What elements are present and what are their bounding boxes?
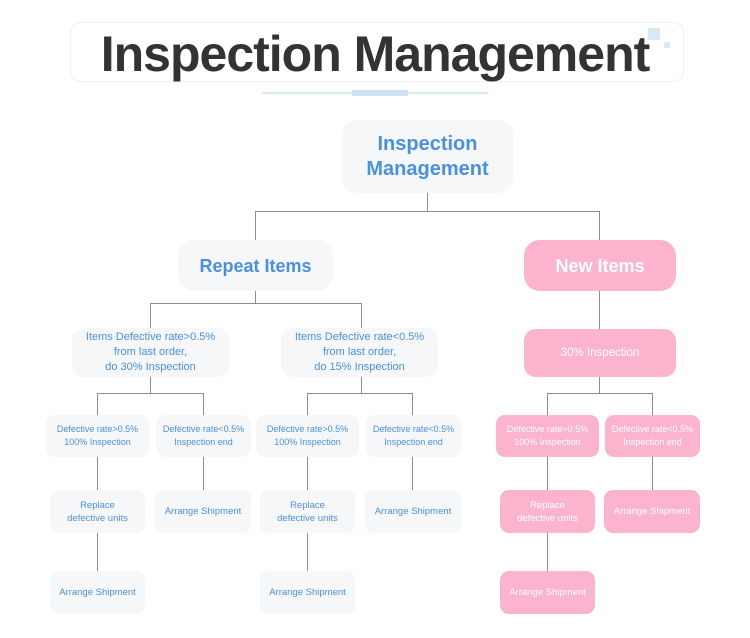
node-label: Replace defective units bbox=[277, 499, 338, 524]
connector-to-repeat-lt bbox=[361, 303, 362, 328]
connector-to-r1-lt bbox=[203, 393, 204, 415]
node-r2-final-arrange-shipment[interactable]: Arrange Shipment bbox=[260, 571, 355, 614]
decorative-square-small-icon bbox=[664, 42, 670, 48]
connector-nlt-to-arrange bbox=[652, 457, 653, 490]
connector-to-r2-lt bbox=[412, 393, 413, 415]
connector-to-r2-gt bbox=[307, 393, 308, 415]
connector-new-to-30 bbox=[599, 291, 600, 329]
connector-root-down bbox=[427, 193, 428, 211]
connector-to-n-gt bbox=[547, 393, 548, 415]
node-r2-defective-lt[interactable]: Defective rate<0.5% Inspection end bbox=[366, 415, 461, 457]
node-new-defective-lt[interactable]: Defective rate<0.5% Inspection end bbox=[605, 415, 700, 457]
node-label: Arrange Shipment bbox=[269, 587, 346, 598]
node-label: Arrange Shipment bbox=[374, 506, 452, 517]
node-r1-final-arrange-shipment[interactable]: Arrange Shipment bbox=[50, 571, 145, 614]
title-frame bbox=[70, 22, 684, 82]
connector-30-down bbox=[599, 377, 600, 393]
node-new-replace-defective-units[interactable]: Replace defective units bbox=[500, 490, 595, 533]
connector-r1lt-to-arrange bbox=[203, 457, 204, 490]
decorative-square-large-icon bbox=[648, 28, 660, 40]
connector-nreplace-to-ship bbox=[547, 533, 548, 571]
node-new-final-arrange-shipment[interactable]: Arrange Shipment bbox=[500, 571, 595, 614]
node-label: Items Defective rate<0.5% from last orde… bbox=[294, 331, 425, 373]
connector-r2gt-to-replace bbox=[307, 457, 308, 490]
node-label: Repeat Items bbox=[199, 255, 312, 276]
node-label: 30% Inspection bbox=[560, 346, 640, 359]
connector-to-repeat-gt bbox=[150, 303, 151, 328]
node-r2-defective-gt[interactable]: Defective rate>0.5% 100% Inspection bbox=[256, 415, 359, 457]
connector-level4-bus-c bbox=[547, 393, 652, 394]
node-label: Inspection Management bbox=[366, 132, 489, 180]
connector-level4-bus-a bbox=[97, 393, 204, 394]
node-r1-arrange-shipment[interactable]: Arrange Shipment bbox=[155, 490, 251, 533]
connector-r2replace-to-ship bbox=[307, 533, 308, 571]
node-new-arrange-shipment[interactable]: Arrange Shipment bbox=[604, 490, 700, 533]
title-underline-right bbox=[408, 92, 488, 94]
connector-repeatlt-down bbox=[361, 377, 362, 393]
node-label: Defective rate<0.5% Inspection end bbox=[162, 424, 245, 447]
page-title: Inspection Management bbox=[100, 26, 651, 82]
node-label: Defective rate>0.5% 100% Inspection bbox=[56, 424, 139, 447]
node-label: Defective rate<0.5% Inspection end bbox=[372, 424, 455, 447]
connector-level2-bus bbox=[255, 211, 600, 212]
node-new-defective-gt[interactable]: Defective rate>0.5% 100% Inspection bbox=[496, 415, 599, 457]
connector-to-new-items bbox=[599, 211, 600, 240]
node-label: Defective rate>0.5% 100% Inspection bbox=[266, 424, 349, 447]
node-repeat-defective-gt[interactable]: Items Defective rate>0.5% from last orde… bbox=[72, 328, 229, 377]
node-label: Arrange Shipment bbox=[613, 506, 691, 517]
connector-r2lt-to-arrange bbox=[412, 457, 413, 490]
node-label: Replace defective units bbox=[67, 499, 128, 524]
node-label: Defective rate<0.5% Inspection end bbox=[611, 424, 694, 447]
node-label: Items Defective rate>0.5% from last orde… bbox=[85, 331, 216, 373]
node-r2-arrange-shipment[interactable]: Arrange Shipment bbox=[365, 490, 461, 533]
node-label: Arrange Shipment bbox=[164, 506, 242, 517]
node-label: New Items bbox=[555, 255, 645, 276]
title-underline-left bbox=[262, 92, 352, 94]
connector-ngt-to-replace bbox=[547, 457, 548, 490]
connector-repeatgt-down bbox=[150, 377, 151, 393]
node-label: Replace defective units bbox=[517, 499, 578, 524]
connector-repeat-down bbox=[255, 291, 256, 303]
connector-r1replace-to-ship bbox=[97, 533, 98, 571]
connector-level4-bus-b bbox=[307, 393, 413, 394]
connector-to-n-lt bbox=[652, 393, 653, 415]
title-underline-center bbox=[352, 90, 408, 96]
connector-to-repeat-items bbox=[255, 211, 256, 240]
node-r1-replace-defective-units[interactable]: Replace defective units bbox=[50, 490, 145, 533]
connector-to-r1-gt bbox=[97, 393, 98, 415]
node-repeat-items[interactable]: Repeat Items bbox=[178, 240, 333, 291]
connector-r1gt-to-replace bbox=[97, 457, 98, 490]
node-new-30-inspection[interactable]: 30% Inspection bbox=[524, 329, 676, 377]
node-r1-defective-lt[interactable]: Defective rate<0.5% Inspection end bbox=[156, 415, 251, 457]
node-r2-replace-defective-units[interactable]: Replace defective units bbox=[260, 490, 355, 533]
node-inspection-management[interactable]: Inspection Management bbox=[342, 120, 513, 193]
node-new-items[interactable]: New Items bbox=[524, 240, 676, 291]
node-r1-defective-gt[interactable]: Defective rate>0.5% 100% Inspection bbox=[46, 415, 149, 457]
node-repeat-defective-lt[interactable]: Items Defective rate<0.5% from last orde… bbox=[281, 328, 438, 377]
node-label: Defective rate>0.5% 100% Inspection bbox=[506, 424, 589, 447]
connector-level3-bus-repeat bbox=[150, 303, 362, 304]
node-label: Arrange Shipment bbox=[59, 587, 136, 598]
node-label: Arrange Shipment bbox=[509, 587, 586, 598]
